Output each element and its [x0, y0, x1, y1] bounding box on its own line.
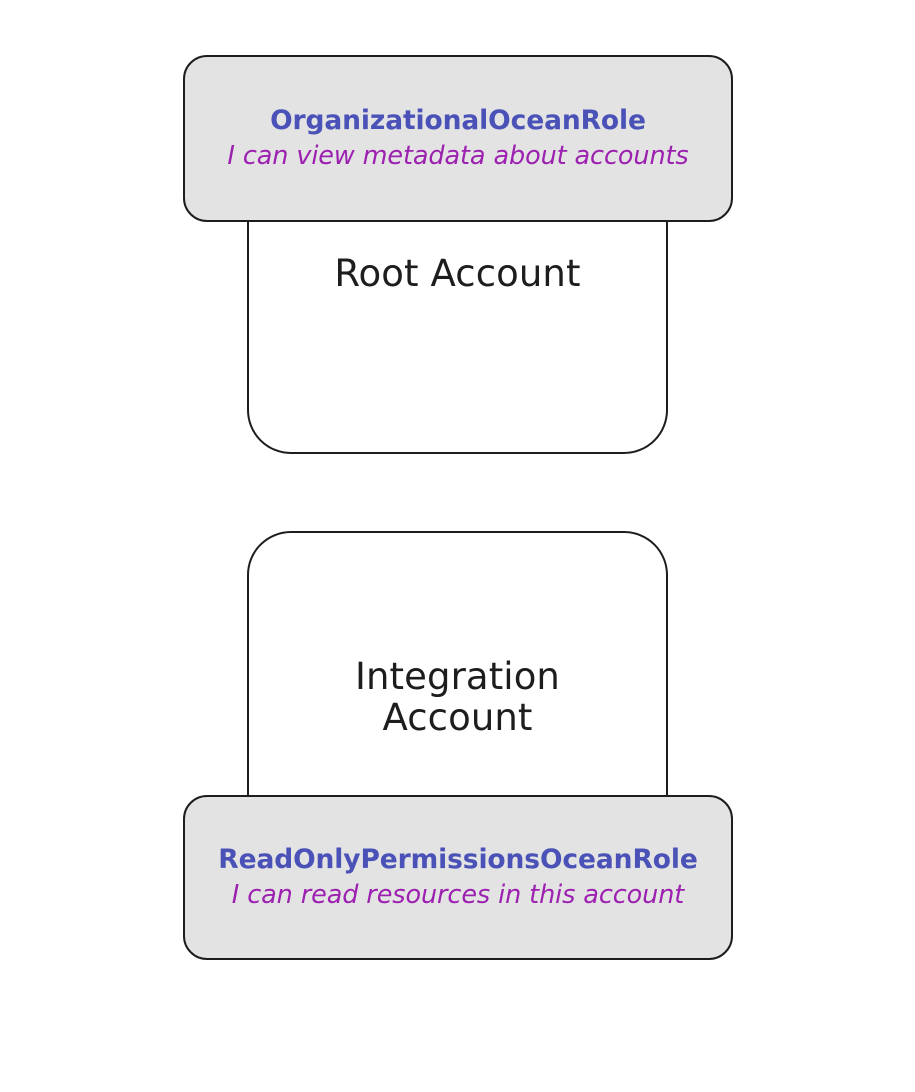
root-account-box[interactable]: Root Account: [247, 219, 668, 454]
integration-account-box[interactable]: Integration Account: [247, 531, 668, 797]
root-account-label: Root Account: [334, 252, 581, 295]
readonly-permissions-ocean-role-name: ReadOnlyPermissionsOceanRole: [218, 844, 698, 876]
readonly-permissions-ocean-role-box[interactable]: ReadOnlyPermissionsOceanRole I can read …: [183, 795, 733, 960]
organizational-ocean-role-description: I can view metadata about accounts: [227, 141, 689, 172]
organizational-ocean-role-name: OrganizationalOceanRole: [270, 105, 646, 137]
organizational-ocean-role-box[interactable]: OrganizationalOceanRole I can view metad…: [183, 55, 733, 222]
integration-account-label: Integration Account: [355, 655, 560, 740]
readonly-permissions-ocean-role-description: I can read resources in this account: [231, 880, 685, 911]
